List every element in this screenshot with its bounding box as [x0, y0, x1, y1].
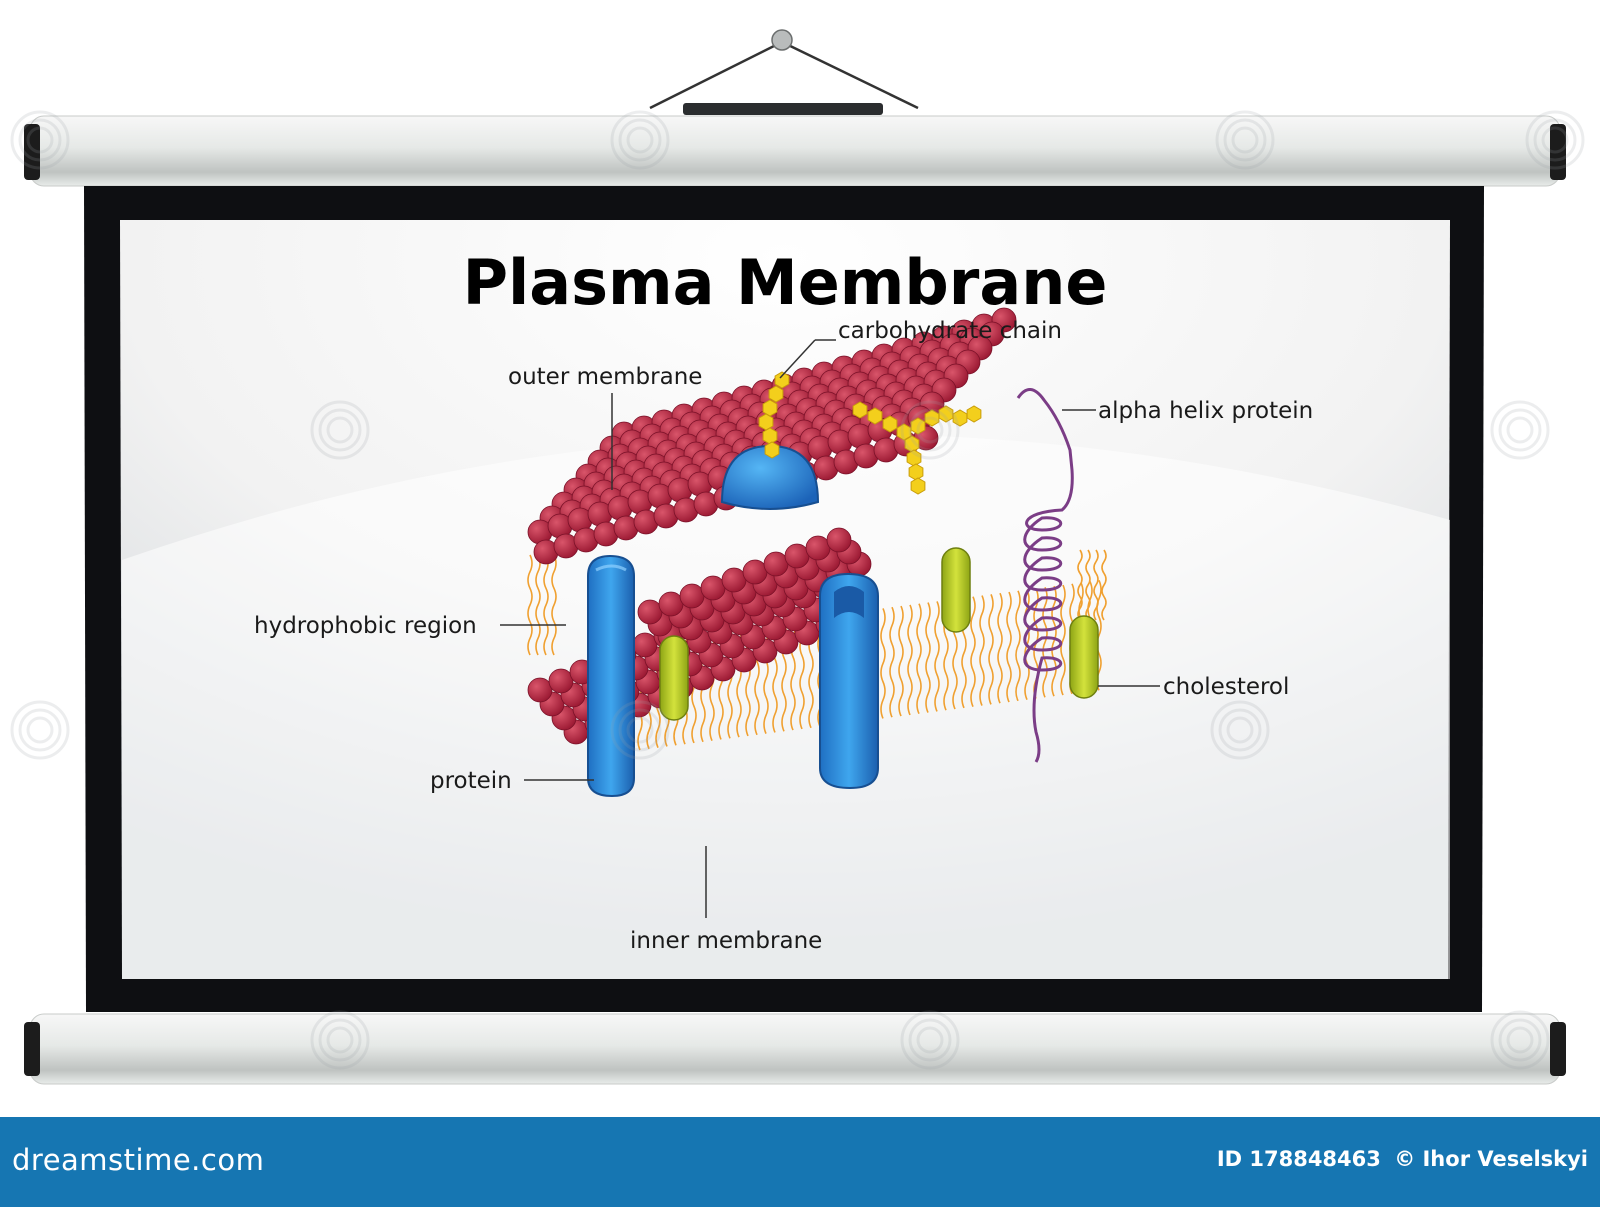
footer-bar: dreamstime.com ID 178848463 © Ihor Vesel…	[0, 1117, 1600, 1207]
alpha-helix	[1016, 388, 1074, 763]
phospholipid-head	[784, 543, 810, 569]
label-protein: protein	[430, 768, 512, 794]
watermark-swirl-icon	[1210, 700, 1270, 760]
image-id: ID 178848463	[1216, 1147, 1381, 1171]
lipid-tail	[898, 605, 904, 717]
carbohydrate-bead	[910, 477, 926, 495]
lipid-tail	[934, 601, 940, 712]
carbohydrate-bead	[908, 463, 924, 481]
lipid-tail	[543, 554, 549, 656]
watermark-swirl-icon	[1525, 110, 1585, 170]
watermark-swirl-icon	[310, 1010, 370, 1070]
watermark-swirl-icon	[1490, 400, 1550, 460]
watermark	[10, 110, 1585, 1070]
watermark-swirl-icon	[610, 110, 670, 170]
carbohydrate-bead	[762, 399, 778, 417]
label-carbohydrate-chain: carbohydrate chain	[838, 318, 1062, 344]
carbohydrate-bead	[867, 407, 883, 425]
lipid-tail	[1085, 549, 1091, 621]
carbohydrate-bead	[938, 405, 954, 423]
carbohydrate-bead	[762, 427, 778, 445]
cholesterol-molecule	[941, 547, 971, 633]
label-hydrophobic-region: hydrophobic region	[254, 613, 477, 639]
phospholipid-head	[826, 527, 852, 553]
carbohydrate-bead	[764, 441, 780, 459]
transmembrane-protein-right	[819, 572, 879, 790]
lipid-tail	[1015, 590, 1021, 702]
carbohydrate-bead	[966, 405, 982, 423]
carbohydrate-chains	[758, 371, 982, 495]
lipid-tail	[551, 554, 557, 656]
phospholipid-head	[548, 668, 574, 694]
lipid-tail	[1060, 584, 1066, 696]
lipid-tail	[997, 592, 1003, 704]
phospholipid-head	[700, 575, 726, 601]
transmembrane-protein-left	[587, 554, 635, 798]
phospholipid-head	[679, 583, 705, 609]
cholesterol-molecule	[659, 635, 689, 721]
phospholipid-head	[527, 677, 553, 703]
footer-credit: ID 178848463 © Ihor Veselskyi	[1211, 1147, 1588, 1171]
hanger	[649, 29, 919, 115]
carbohydrate-bead	[852, 401, 868, 419]
watermark-swirl-icon	[310, 400, 370, 460]
carbohydrate-bead	[882, 415, 898, 433]
lipid-tail	[1077, 549, 1083, 621]
cholesterol-molecule	[1069, 615, 1099, 699]
peripheral-protein	[720, 444, 820, 510]
watermark-swirl-icon	[610, 700, 670, 760]
label-alpha-helix-protein: alpha helix protein	[1098, 398, 1313, 424]
phospholipid-head	[805, 535, 831, 561]
lipid-tail	[527, 554, 533, 656]
membrane-illustration	[527, 307, 1107, 798]
carbohydrate-bead	[774, 371, 790, 389]
phospholipid-head	[637, 599, 663, 625]
lipid-tail	[988, 594, 994, 705]
carbohydrate-bead	[758, 413, 774, 431]
lipid-tail	[916, 603, 922, 715]
lipid-tail	[1093, 549, 1099, 621]
leader-lines	[500, 339, 1160, 918]
lipid-tail	[1042, 587, 1048, 698]
lipid-tail	[970, 596, 976, 708]
phospholipid-head	[632, 632, 658, 658]
lipid-tail	[1006, 591, 1012, 703]
label-cholesterol: cholesterol	[1163, 674, 1289, 700]
top-roller	[24, 115, 1566, 187]
lipid-tail	[979, 595, 985, 706]
lipid-tail	[1101, 549, 1107, 621]
lipid-tail	[880, 608, 886, 719]
phospholipid-head	[658, 591, 684, 617]
watermark-swirl-icon	[10, 110, 70, 170]
page-title: Plasma Membrane	[463, 246, 1108, 319]
phospholipid-head	[721, 567, 747, 593]
watermark-swirl-icon	[1490, 1010, 1550, 1070]
bottom-roller	[24, 1013, 1566, 1085]
poster-scene: Plasma Membrane	[10, 29, 1585, 1085]
label-inner-membrane: inner membrane	[630, 928, 822, 954]
lipid-tail	[1096, 580, 1102, 691]
carbohydrate-bead	[768, 385, 784, 403]
watermark-swirl-icon	[10, 700, 70, 760]
footer-brand[interactable]: dreamstime.com	[12, 1143, 265, 1177]
phospholipid-head	[763, 551, 789, 577]
watermark-swirl-icon	[900, 1010, 960, 1070]
phospholipid-head	[742, 559, 768, 585]
watermark-swirl-icon	[900, 400, 960, 460]
lipid-tail	[925, 602, 931, 713]
watermark-swirl-icon	[1215, 110, 1275, 170]
lipid-tail	[889, 606, 895, 718]
lipid-tail	[535, 554, 541, 656]
lipid-tail	[907, 604, 913, 716]
lipid-tail	[1051, 585, 1057, 697]
image-author: © Ihor Veselskyi	[1394, 1147, 1588, 1171]
label-outer-membrane: outer membrane	[508, 364, 702, 390]
hanger-pin-icon	[771, 29, 793, 51]
